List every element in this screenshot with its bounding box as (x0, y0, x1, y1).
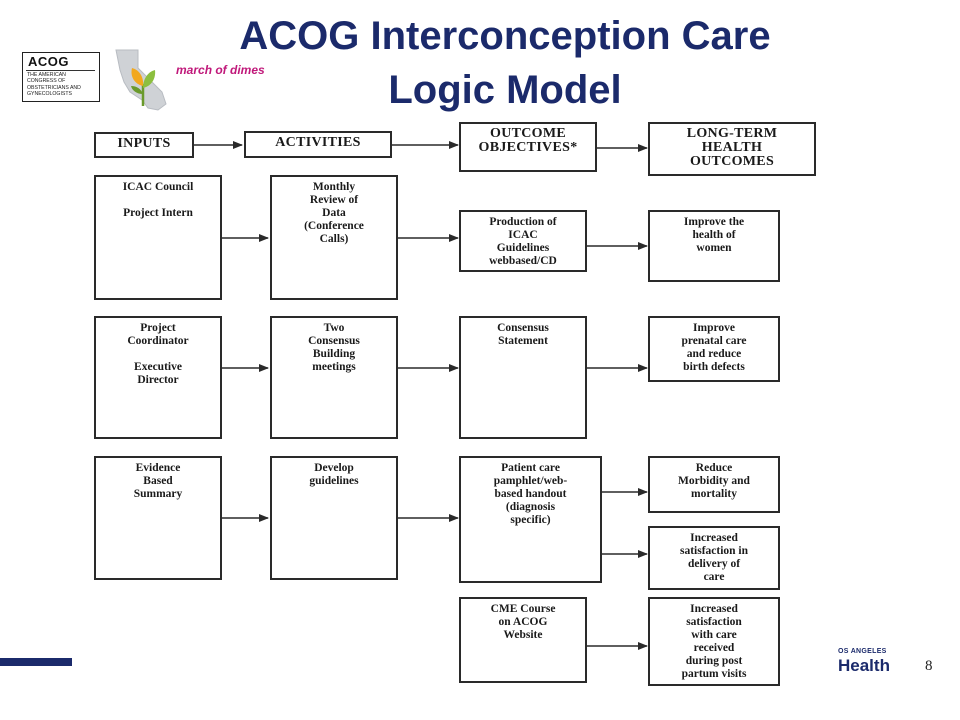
outcome-box-cme-course: CME Course on ACOG Website (459, 597, 587, 683)
longterm-box-health-of-women: Improve the health of women (648, 210, 780, 282)
header-inputs: INPUTS (94, 132, 194, 158)
input-box-project-coordinator: Project Coordinator Executive Director (94, 316, 222, 439)
acog-logo-word: ACOG (28, 54, 69, 69)
longterm-box-satisfaction-postpartum: Increased satisfaction with care receive… (648, 597, 780, 686)
la-health-logo: Health (838, 656, 890, 675)
california-map-icon (115, 49, 167, 111)
page-number: 8 (925, 658, 933, 674)
outcome-box-consensus-statement: Consensus Statement (459, 316, 587, 439)
input-box-icac-council: ICAC Council Project Intern (94, 175, 222, 300)
header-activities: ACTIVITIES (244, 131, 392, 158)
header-long-term-health-outcomes: LONG-TERM HEALTH OUTCOMES (648, 122, 816, 176)
slide-title-line1: ACOG Interconception Care (239, 14, 771, 58)
acog-logo: ACOG THE AMERICAN CONGRESS OF OBSTETRICI… (22, 52, 100, 102)
footer-accent-bar (0, 658, 72, 666)
acog-logo-subtitle: THE AMERICAN CONGRESS OF OBSTETRICIANS A… (27, 72, 81, 98)
slide-title-line2: Logic Model (388, 68, 622, 112)
acog-logo-rule (26, 70, 95, 71)
march-of-dimes-logo: march of dimes (176, 63, 265, 77)
la-health-logo-small: OS ANGELES (838, 648, 887, 655)
outcome-box-icac-guidelines: Production of ICAC Guidelines webbased/C… (459, 210, 587, 272)
outcome-box-patient-pamphlet: Patient care pamphlet/web- based handout… (459, 456, 602, 583)
activity-box-monthly-review: Monthly Review of Data (Conference Calls… (270, 175, 398, 300)
longterm-box-prenatal-care: Improve prenatal care and reduce birth d… (648, 316, 780, 382)
sprout-icon (131, 68, 156, 106)
input-box-evidence-summary: Evidence Based Summary (94, 456, 222, 580)
header-outcome-objectives: OUTCOME OBJECTIVES* (459, 122, 597, 172)
activity-box-consensus-meetings: Two Consensus Building meetings (270, 316, 398, 439)
activity-box-develop-guidelines: Develop guidelines (270, 456, 398, 580)
longterm-box-satisfaction-delivery: Increased satisfaction in delivery of ca… (648, 526, 780, 590)
longterm-box-reduce-morbidity: Reduce Morbidity and mortality (648, 456, 780, 513)
